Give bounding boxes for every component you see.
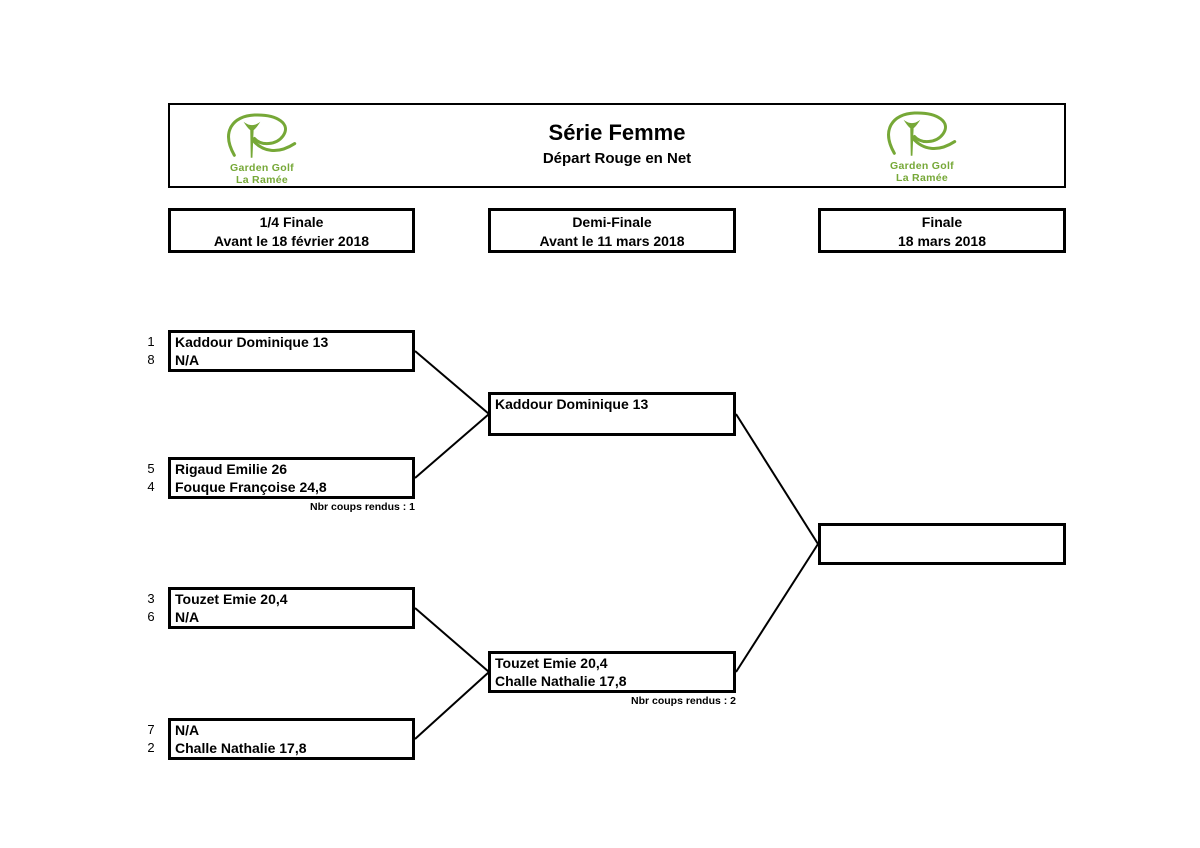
seed-column-match4: 7 2	[140, 721, 162, 757]
logo-text-line1: Garden Golf	[230, 162, 294, 174]
match-box-qf1: Kaddour Dominique 13 N/A	[168, 330, 415, 372]
player-name	[491, 413, 733, 431]
player-name: Challe Nathalie 17,8	[495, 673, 627, 689]
match-box-qf4: N/A Challe Nathalie 17,8	[168, 718, 415, 760]
header-banner: Garden Golf La Ramée Série Femme Départ …	[168, 103, 1066, 188]
garden-golf-logo-left: Garden Golf La Ramée	[202, 110, 322, 186]
match-box-sf2: Touzet Emie 20,4 Challe Nathalie 17,8	[488, 651, 736, 693]
seed-number: 1	[147, 334, 155, 349]
seed-column-match3: 3 6	[140, 590, 162, 626]
logo-text-line2: La Ramée	[895, 172, 948, 184]
seed-column-match1: 1 8	[140, 333, 162, 369]
match-box-qf2: Rigaud Emilie 26 Fouque Françoise 24,8	[168, 457, 415, 499]
player-name	[821, 544, 1063, 562]
round-date: Avant le 11 mars 2018	[539, 233, 685, 249]
seed-number: 4	[147, 479, 155, 494]
player-name	[821, 526, 1063, 544]
header-titles: Série Femme Départ Rouge en Net	[370, 119, 864, 171]
player-name: N/A	[175, 722, 200, 738]
page-subtitle: Départ Rouge en Net	[542, 150, 692, 167]
logo-r-icon	[887, 111, 957, 156]
player-name: Kaddour Dominique 13	[175, 334, 329, 350]
seed-number: 5	[147, 461, 155, 476]
seed-number: 6	[147, 609, 155, 624]
round-header-semifinal: Demi-Finale Avant le 11 mars 2018	[488, 208, 736, 253]
logo-text-line2: La Ramée	[235, 174, 288, 186]
round-name: 1/4 Finale	[259, 214, 324, 230]
round-date: Avant le 18 février 2018	[213, 233, 370, 249]
page-title: Série Femme	[548, 120, 686, 145]
note-coups-rendus-qf2: Nbr coups rendus : 1	[309, 501, 415, 513]
match-box-sf1: Kaddour Dominique 13	[488, 392, 736, 436]
player-name: N/A	[175, 352, 200, 368]
player-name: Challe Nathalie 17,8	[175, 740, 307, 756]
seed-column-match2: 5 4	[140, 460, 162, 496]
seed-number: 7	[147, 722, 155, 737]
round-date: 18 mars 2018	[898, 233, 986, 249]
golf-tee-icon	[903, 119, 921, 156]
round-name: Finale	[921, 214, 963, 230]
logo-r-icon	[227, 113, 297, 158]
garden-golf-logo-right: Garden Golf La Ramée	[862, 108, 982, 184]
player-name: Kaddour Dominique 13	[495, 396, 649, 412]
player-name: Touzet Emie 20,4	[175, 591, 288, 607]
seed-number: 3	[147, 591, 155, 606]
round-name: Demi-Finale	[572, 214, 652, 230]
note-coups-rendus-sf2: Nbr coups rendus : 2	[630, 695, 736, 707]
round-header-quarterfinal: 1/4 Finale Avant le 18 février 2018	[168, 208, 415, 253]
seed-number: 2	[147, 740, 155, 755]
seed-number: 8	[147, 352, 155, 367]
round-header-final: Finale 18 mars 2018	[818, 208, 1066, 253]
match-box-qf3: Touzet Emie 20,4 N/A	[168, 587, 415, 629]
player-name: Fouque Françoise 24,8	[175, 479, 327, 495]
golf-tee-icon	[243, 121, 261, 158]
logo-text-line1: Garden Golf	[890, 160, 954, 172]
player-name: N/A	[175, 609, 200, 625]
match-box-final	[818, 523, 1066, 565]
player-name: Touzet Emie 20,4	[495, 655, 608, 671]
player-name: Rigaud Emilie 26	[175, 461, 288, 477]
